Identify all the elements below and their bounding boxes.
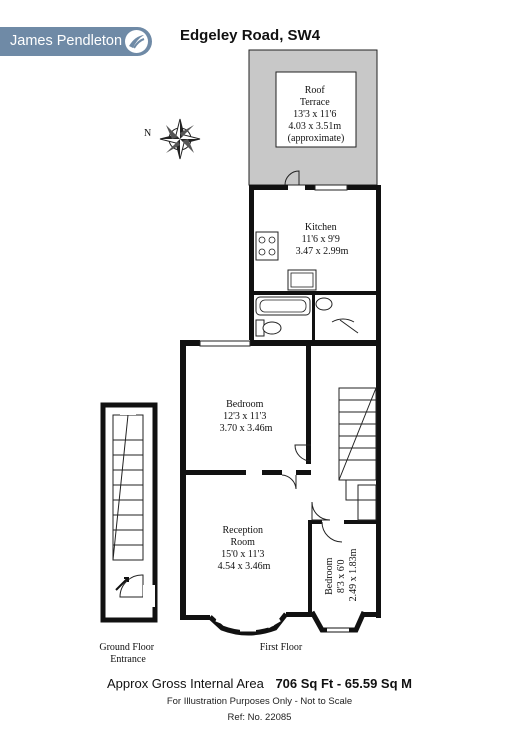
reception-door <box>281 474 297 490</box>
area-value: 706 Sq Ft - 65.59 Sq M <box>275 676 412 691</box>
brand-name: James Pendleton <box>10 33 123 49</box>
roof-terrace-label: Roof Terrace 13'3 x 11'6 4.03 x 3.51m (a… <box>288 85 345 144</box>
property-title: Edgeley Road, SW4 <box>180 27 321 44</box>
reference-number: Ref: No. 22085 <box>227 712 292 723</box>
bedroom-window <box>199 340 251 347</box>
bathroom-door-swing <box>331 318 355 323</box>
small-bedroom-bay-window <box>309 610 367 633</box>
ground-floor-stairs <box>100 402 158 623</box>
brand-swoosh-icon <box>125 30 148 53</box>
hob-icon <box>255 231 279 261</box>
kitchen-sink-icon <box>287 269 317 291</box>
hob-rings-icon <box>258 236 276 256</box>
area-summary: Approx Gross Internal Area 706 Sq Ft - 6… <box>0 676 519 691</box>
toilet-icon <box>262 321 282 335</box>
ground-floor-label: Ground Floor Entrance <box>99 642 156 665</box>
disclaimer: For Illustration Purposes Only - Not to … <box>166 696 353 707</box>
kitchen-window <box>314 184 348 191</box>
entrance-arrow-icon <box>115 577 129 591</box>
reception-fireplace <box>181 520 186 560</box>
bedroom-door <box>294 444 312 462</box>
bedroom-label: Bedroom 12'3 x 11'3 3.70 x 3.46m <box>220 399 273 434</box>
bathtub-icon <box>255 296 311 316</box>
brand-logo: James Pendleton <box>0 27 152 56</box>
reception-bay-window <box>208 612 288 636</box>
area-label: Approx Gross Internal Area <box>107 676 264 691</box>
kitchen-walls <box>249 185 381 345</box>
first-floor-walls <box>180 340 381 620</box>
small-bedroom-door <box>321 521 343 543</box>
small-bedroom-label: Bedroom 8'3 x 6'0 2.49 x 1.83m <box>324 548 359 601</box>
first-floor-stairs <box>338 387 377 501</box>
first-floor-label: First Floor <box>260 642 303 653</box>
compass-north-label: N <box>144 128 151 139</box>
reception-label: Reception Room 15'0 x 11'3 4.54 x 3.46m <box>218 525 271 572</box>
kitchen-label: Kitchen 11'6 x 9'9 3.47 x 2.99m <box>296 222 349 257</box>
compass-rose-icon <box>159 118 201 160</box>
basin-icon <box>315 297 333 311</box>
